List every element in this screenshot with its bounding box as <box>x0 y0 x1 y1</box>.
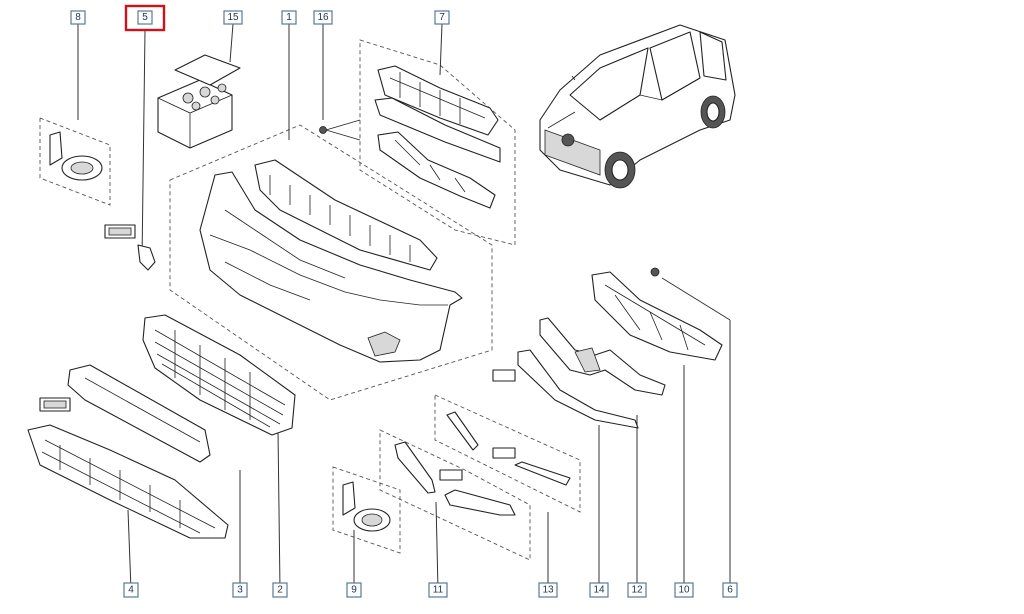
leader-lines <box>77 23 731 591</box>
callout-10[interactable]: 10 <box>674 582 694 598</box>
callout-6[interactable]: 6 <box>722 582 738 598</box>
callout-3[interactable]: 3 <box>232 582 248 598</box>
clip-kit-box <box>157 54 241 149</box>
callout-1[interactable]: 1 <box>281 10 297 25</box>
chrome-strip-part <box>492 349 639 429</box>
callout-5[interactable]: 5 <box>124 4 166 32</box>
front-bumper-part <box>199 171 463 363</box>
clip-part-5 <box>137 244 156 271</box>
callout-16[interactable]: 16 <box>313 10 333 25</box>
fog-lamp-frame-left <box>49 131 103 181</box>
callout-8[interactable]: 8 <box>70 10 86 25</box>
callout-9[interactable]: 9 <box>346 582 362 598</box>
screw-part <box>319 119 361 141</box>
callout-12[interactable]: 12 <box>627 582 647 598</box>
radiator-grille-part <box>539 317 666 396</box>
callout-7[interactable]: 7 <box>434 10 450 25</box>
label-plate-left <box>104 224 136 239</box>
callout-11[interactable]: 11 <box>428 582 448 598</box>
grille-support-part <box>591 271 723 361</box>
trim-strips-lower <box>394 441 516 516</box>
lower-grille-part <box>142 314 296 436</box>
callout-2[interactable]: 2 <box>272 582 288 598</box>
upper-grille-bracket <box>254 159 438 271</box>
group-frame-trims-upper <box>434 394 581 513</box>
cross-member-part <box>39 364 211 463</box>
group-frame-bumper <box>169 124 493 401</box>
group-frame-absorber <box>359 39 516 246</box>
group-frame-foglamp-right <box>332 466 401 554</box>
callout-4[interactable]: 4 <box>123 582 139 598</box>
undertray-part <box>27 424 229 539</box>
energy-absorber-part <box>374 65 501 209</box>
callout-15[interactable]: 15 <box>223 10 243 25</box>
callout-13[interactable]: 13 <box>538 582 558 598</box>
trim-strips-upper <box>446 411 571 486</box>
vehicle-illustration <box>539 24 736 189</box>
fog-lamp-frame-right <box>342 481 391 532</box>
group-frame-trims-lower <box>379 429 531 561</box>
group-frame-foglamp-left <box>39 117 111 206</box>
clip-part-6 <box>650 267 660 277</box>
callout-14[interactable]: 14 <box>589 582 609 598</box>
